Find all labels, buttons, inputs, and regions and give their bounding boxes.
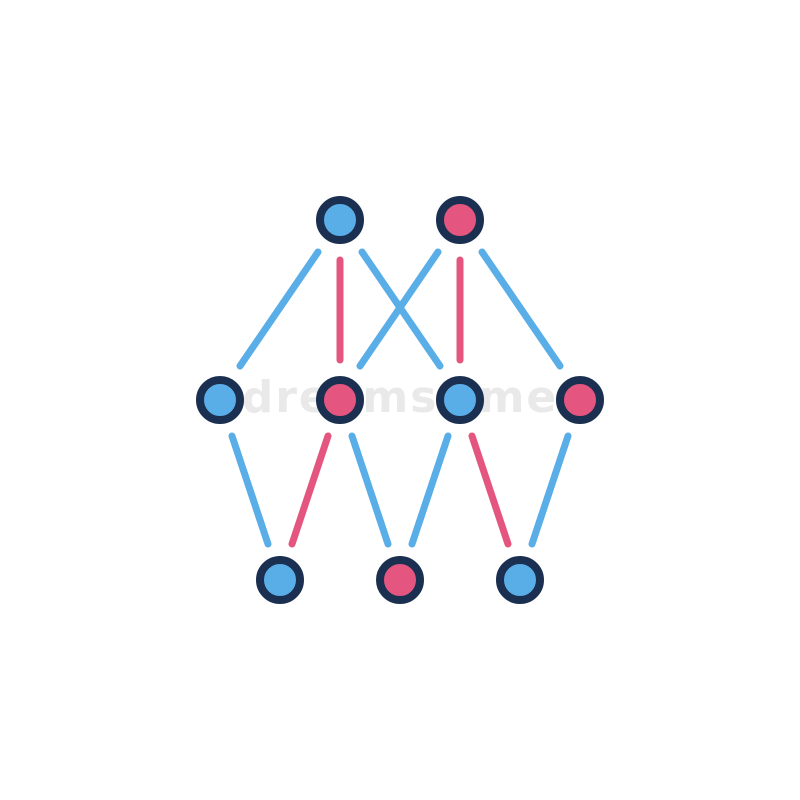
edge-top-right-to-mid-2: [356, 248, 442, 370]
node-top-right: [436, 196, 484, 244]
node-bottom-1: [256, 556, 304, 604]
edge-top-left-to-mid-1: [236, 248, 322, 370]
edge-mid-2-to-bottom-1: [288, 432, 332, 548]
edge-mid-2-to-bottom-2: [348, 432, 392, 548]
edge-mid-3-to-bottom-2: [408, 432, 452, 548]
node-mid-3: [436, 376, 484, 424]
node-top-left: [316, 196, 364, 244]
edges: [228, 248, 572, 548]
edge-mid-3-to-bottom-3: [468, 432, 512, 548]
node-mid-4: [556, 376, 604, 424]
node-bottom-3: [496, 556, 544, 604]
nodes: [196, 196, 604, 604]
edge-mid-4-to-bottom-3: [528, 432, 572, 548]
edge-mid-1-to-bottom-1: [228, 432, 272, 548]
node-bottom-2: [376, 556, 424, 604]
watermark-text: dreamstime: [242, 372, 559, 423]
node-mid-2: [316, 376, 364, 424]
edge-top-right-to-mid-4: [478, 248, 564, 370]
node-mid-1: [196, 376, 244, 424]
